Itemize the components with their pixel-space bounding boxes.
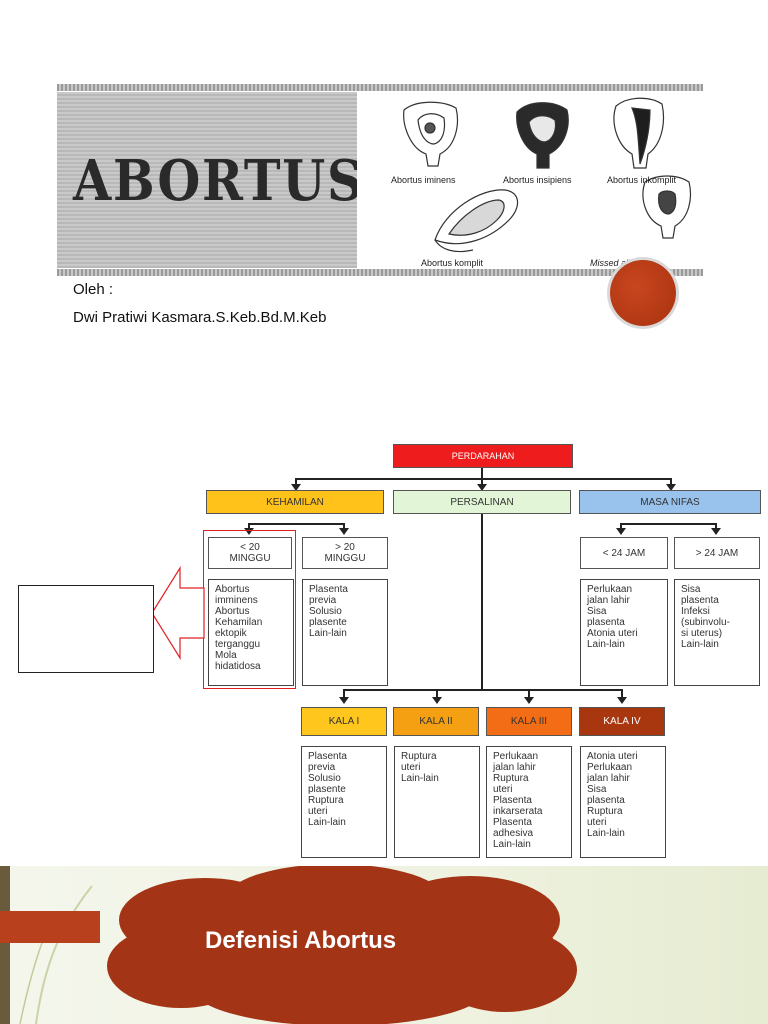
empty-callout-box <box>18 585 154 673</box>
kala4-header: KALA IV <box>579 707 665 736</box>
lt24-causes: Perlukaan jalan lahir Sisa plasenta Aton… <box>580 579 668 686</box>
kala4-causes: Atonia uteri Perlukaan jalan lahir Sisa … <box>580 746 666 858</box>
banner-top-stripe <box>57 84 703 91</box>
kala3-causes: Perlukaan jalan lahir Ruptura uteri Plas… <box>486 746 572 858</box>
kehamilan-header: KEHAMILAN <box>206 490 384 514</box>
banner-title-panel: ABORTUS <box>57 92 363 268</box>
kala1-causes: Plasenta previa Solusio plasente Ruptura… <box>301 746 387 858</box>
heading-cloud <box>107 866 577 1024</box>
label-abortus-insipiens: Abortus insipiens <box>503 175 572 185</box>
highlight-frame <box>203 530 296 689</box>
page-title: ABORTUS <box>73 148 365 214</box>
label-abortus-inkomplit: Abortus inkomplit <box>607 175 677 185</box>
author-prefix: Oleh : <box>73 281 114 298</box>
uterus-iminens-drawing <box>403 101 459 167</box>
label-missed-abortion: Missed abortion <box>590 258 654 268</box>
root-perdarahan: PERDARAHAN <box>393 444 573 468</box>
gt24-jam: > 24 JAM <box>674 537 760 569</box>
section-heading: Defenisi Abortus <box>205 927 397 954</box>
uterus-drawings <box>403 97 692 253</box>
banner-bottom-stripe <box>57 269 703 276</box>
red-tab <box>0 911 100 943</box>
title-banner: ABORTUS <box>57 84 703 276</box>
lt20-minggu: < 20 MINGGU <box>208 537 292 569</box>
kala2-causes: Ruptura uteri Lain-lain <box>394 746 480 858</box>
uterus-illustrations: Abortus iminens Abortus insipiens Abortu… <box>357 92 703 268</box>
gt20-causes: Plasenta previa Solusio plasente Lain-la… <box>302 579 388 686</box>
author-name: Dwi Pratiwi Kasmara.S.Keb.Bd.M.Keb <box>73 309 327 326</box>
left-accent-bar <box>0 866 10 1024</box>
uterus-missed-drawing <box>642 175 692 239</box>
lt24-jam: < 24 JAM <box>580 537 668 569</box>
gt24-causes: Sisa plasenta Infeksi (subinvolu- si ute… <box>674 579 760 686</box>
gt20-minggu: > 20 MINGGU <box>302 537 388 569</box>
uterus-insipiens-drawing <box>516 102 569 169</box>
persalinan-header: PERSALINAN <box>393 490 571 514</box>
lt20-causes: Abortus imminens Abortus Kehamilan ektop… <box>208 579 294 686</box>
label-abortus-iminens: Abortus iminens <box>391 175 456 185</box>
left-arrow-shape <box>151 566 205 660</box>
label-abortus-komplit: Abortus komplit <box>421 258 484 268</box>
masa-nifas-header: MASA NIFAS <box>579 490 761 514</box>
uterus-inkomplit-drawing <box>613 97 665 169</box>
decorative-circle <box>610 260 676 326</box>
uterus-komplit-drawing <box>434 189 519 253</box>
kala3-header: KALA III <box>486 707 572 736</box>
kala2-header: KALA II <box>393 707 479 736</box>
kala1-header: KALA I <box>301 707 387 736</box>
